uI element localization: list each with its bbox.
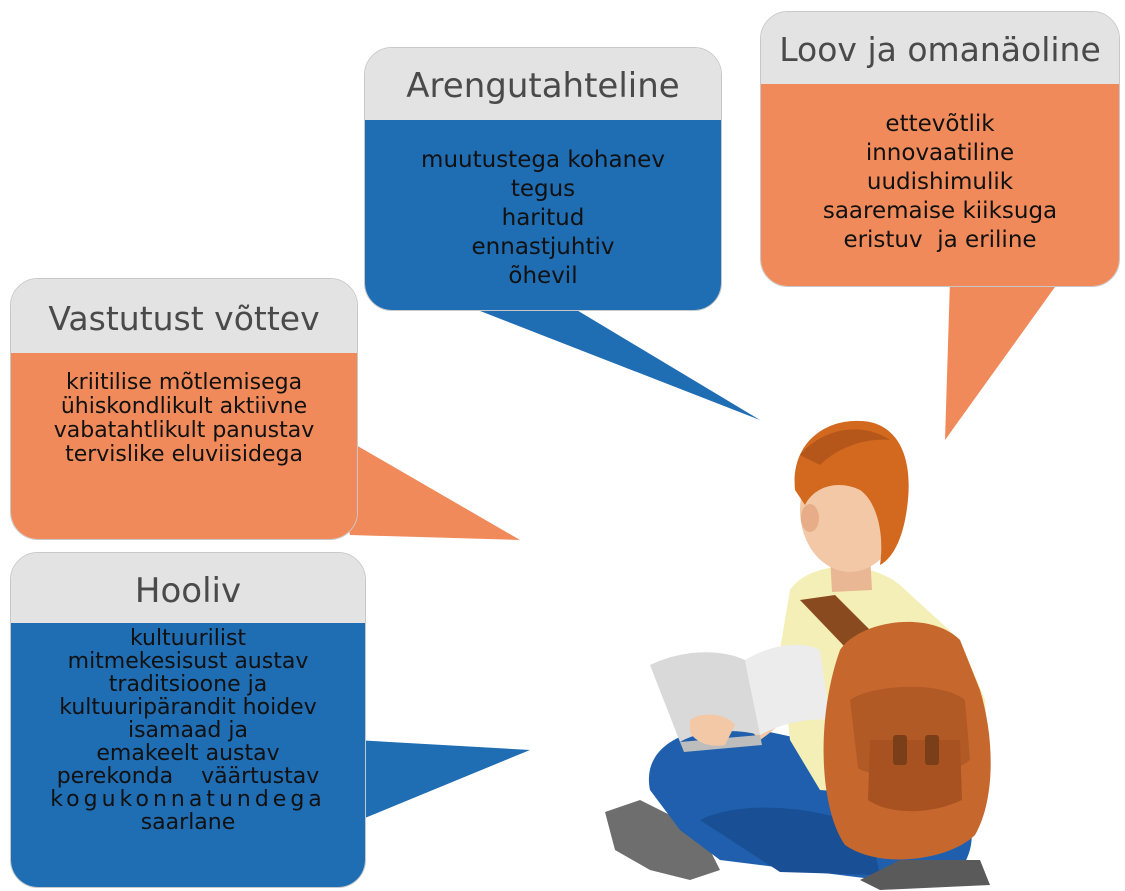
list-item: eristuv ja eriline (843, 227, 1037, 253)
list-item: ettevõtlik (885, 111, 995, 137)
list-item: mitmekesisust austav (67, 649, 309, 674)
list-item: ennastjuhtiv (471, 234, 615, 260)
tail-arengutahteline (452, 300, 760, 420)
list-item: perekonda väärtustav (56, 764, 320, 789)
list-item: kriitilise mõtlemisega (65, 370, 303, 395)
tail-loov (945, 280, 1060, 440)
bubble-body: ettevõtlik innovaatiline uudishimulik sa… (761, 84, 1119, 286)
list-item: uudishimulik (866, 169, 1014, 195)
bubble-title: Vastutust võttev (11, 279, 357, 353)
bubble-loov-ja-omanaoline: Loov ja omanäoline ettevõtlik innovaatil… (760, 11, 1120, 287)
bubble-title: Arengutahteline (365, 48, 721, 120)
bubble-arengutahteline: Arengutahteline muutustega kohanev tegus… (364, 47, 722, 311)
list-item: saaremaise kiiksuga (822, 198, 1058, 224)
list-item: haritud (501, 205, 585, 231)
tail-hooliv (355, 740, 530, 820)
bubble-title: Hooliv (11, 553, 365, 623)
list-item: kultuurilist (129, 626, 247, 651)
list-item: kultuuripärandit hoidev (59, 695, 317, 720)
list-item: traditsioone ja (108, 672, 268, 697)
list-item: vabatahtlikult panustav (53, 418, 315, 443)
list-item: saarlane (140, 810, 236, 835)
bubble-hooliv: Hooliv kultuurilist mitmekesisust austav… (10, 552, 366, 888)
bubble-vastutust-vottev: Vastutust võttev kriitilise mõtlemisega … (10, 278, 358, 540)
bubble-body: muutustega kohanev tegus haritud ennastj… (365, 120, 721, 310)
bubble-body: kriitilise mõtlemisega ühiskondlikult ak… (11, 353, 357, 539)
tail-vastutust (330, 430, 520, 540)
list-item: kogukonnatundega (50, 787, 326, 812)
list-item: emakeelt austav (96, 741, 280, 766)
bubble-title: Loov ja omanäoline (761, 12, 1119, 84)
list-item: ühiskondlikult aktiivne (60, 394, 308, 419)
list-item: õhevil (508, 263, 578, 289)
student-reading-book-icon (605, 420, 991, 890)
list-item: muutustega kohanev (421, 147, 665, 173)
list-item: innovaatiline (865, 140, 1015, 166)
list-item: isamaad ja (127, 718, 248, 743)
bubble-body: kultuurilist mitmekesisust austav tradit… (11, 623, 365, 887)
list-item: tegus (510, 176, 576, 202)
list-item: tervislike eluviisidega (65, 442, 303, 467)
